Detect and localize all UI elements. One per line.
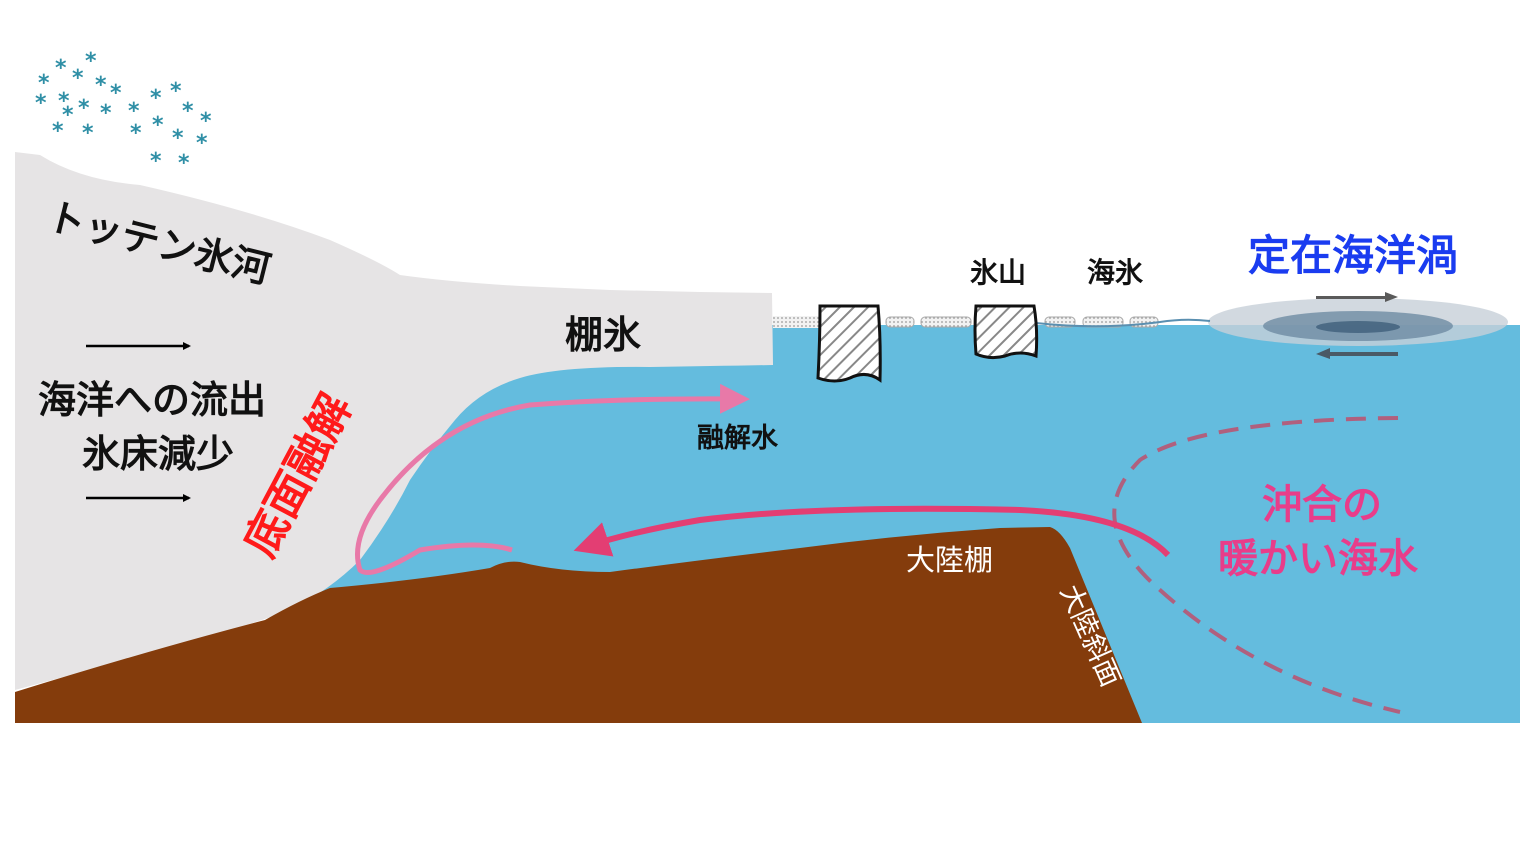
continental-shelf-label: 大陸棚 [906, 543, 993, 577]
snowflake-icon: * [128, 99, 140, 124]
snowflake-icon: * [110, 81, 122, 106]
warm-water-label-line1: 沖合の [1262, 482, 1382, 528]
snowflake-icon: * [62, 103, 74, 128]
meltwater-arrow [355, 383, 750, 575]
snowflake-icon: * [82, 121, 94, 146]
snowflake-icon: * [200, 109, 212, 134]
warm-water-arrow [573, 505, 1171, 558]
snowflake-icon: * [150, 86, 162, 111]
eddy-label: 定在海洋渦 [1248, 231, 1458, 280]
eddy-shape [1208, 292, 1508, 359]
ice-sheet-and-shelf [15, 152, 773, 690]
ice-shelf-label: 棚氷 [565, 313, 641, 357]
snowflake-icon: * [38, 71, 50, 96]
iceberg [973, 304, 1039, 360]
sea-ice-label: 海氷 [1087, 256, 1144, 289]
snowflake-icon: * [152, 113, 164, 138]
iceberg-label: 氷山 [970, 256, 1026, 289]
snowflake-icon: * [78, 96, 90, 121]
snowflake-icon: * [150, 149, 162, 174]
snowflake-icon: * [182, 99, 194, 124]
snowflake-icon: * [100, 101, 112, 126]
snowflake-icon: * [35, 91, 47, 116]
ice-loss-label: 氷床減少 [82, 432, 234, 476]
snowflake-icon: * [85, 49, 97, 74]
snowflake-icon: * [95, 73, 107, 98]
outflow-label: 海洋への流出 [38, 378, 266, 422]
warm-water-label-line2: 暖かい海水 [1218, 536, 1419, 582]
sea-ice [773, 316, 1211, 328]
snowflake-icon: * [55, 56, 67, 81]
snowflake-icon: * [58, 89, 70, 114]
iceberg [816, 304, 882, 383]
snowflake-icon: * [172, 126, 184, 151]
snowflake-icon: * [170, 79, 182, 104]
snowflake-icon: * [196, 131, 208, 156]
meltwater-label: 融解水 [697, 423, 779, 454]
snowflake-icon: * [52, 119, 64, 144]
snowflake-icon: * [178, 151, 190, 176]
snowflake-icon: * [72, 66, 84, 91]
snowflake-icon-group: ************************ [35, 49, 212, 176]
snowflake-icon: * [130, 121, 142, 146]
continental-shelf-land [15, 527, 1142, 723]
